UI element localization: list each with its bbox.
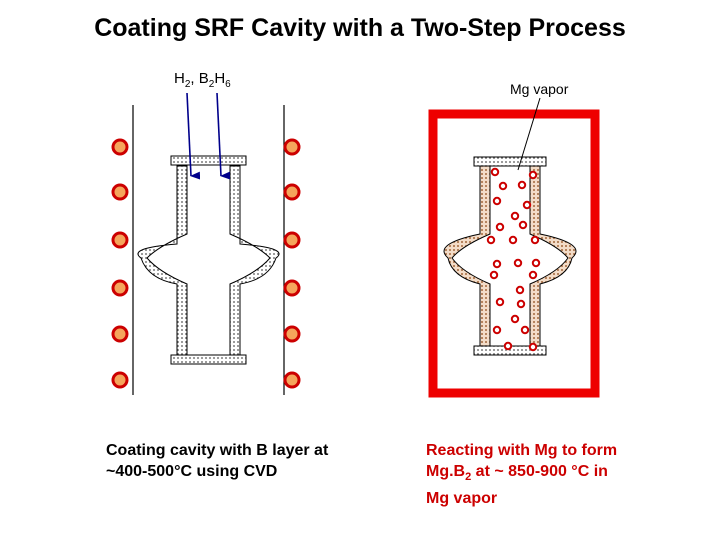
mg-particle [522, 200, 532, 210]
mg-particle [492, 196, 502, 206]
cavity-top-flange [170, 155, 247, 166]
reacted-cavity-left-wall [443, 165, 491, 347]
slide-title: Coating SRF Cavity with a Two-Step Proce… [94, 14, 626, 42]
heater-coil [283, 279, 301, 297]
reacted-cavity-right-wall [529, 165, 577, 347]
mg-particle [492, 259, 502, 269]
heater-coil [111, 231, 129, 249]
heater-coil [283, 231, 301, 249]
mg-particle [510, 211, 520, 221]
mg-particle [530, 235, 540, 245]
mg-particle [489, 270, 499, 280]
precursor-gas-label: H2, B2H6 [174, 70, 231, 90]
mg-reaction-setup [428, 97, 600, 398]
heater-coil [283, 183, 301, 201]
heater-coil [283, 371, 301, 389]
mg-particle [490, 167, 500, 177]
cvd-step-caption: Coating cavity with B layer at ~400-500°… [106, 442, 329, 480]
mg-particle [503, 341, 513, 351]
mg-particle [515, 285, 525, 295]
heater-coil [111, 183, 129, 201]
heater-coil [111, 138, 129, 156]
mg-particle [495, 297, 505, 307]
gas-flow-arrow [186, 92, 201, 180]
boron-coated-cavity [137, 155, 280, 365]
heater-coil [283, 138, 301, 156]
heater-coil [283, 325, 301, 343]
heater-coil [111, 325, 129, 343]
mg-particle [528, 270, 538, 280]
mg-particle [495, 222, 505, 232]
mg-particle [528, 342, 538, 352]
cavity-right-wall [229, 165, 280, 358]
furnace-enclosure [428, 109, 600, 398]
mg-particle [513, 258, 523, 268]
mg-particle [531, 258, 541, 268]
mg-particle [498, 181, 508, 191]
mg-particle [520, 325, 530, 335]
mg-particle [517, 180, 527, 190]
reacted-cavity-top-flange [473, 156, 547, 167]
mg-vapor-label: Mg vapor [510, 81, 569, 97]
vapor-label-pointer [517, 97, 541, 171]
mg-particle [492, 325, 502, 335]
heater-coil [111, 371, 129, 389]
mg-particle [528, 170, 538, 180]
cavity-left-wall [137, 165, 188, 358]
heater-coils [111, 138, 301, 389]
heater-coil [111, 279, 129, 297]
mgb2-coated-cavity [443, 156, 577, 356]
cavity-bottom-flange [170, 354, 247, 365]
gas-flow-arrow [216, 92, 231, 180]
mg-particle [516, 299, 526, 309]
mg-particle [510, 314, 520, 324]
mg-vapor-particles [486, 167, 541, 352]
mg-particle [508, 235, 518, 245]
mg-reaction-step-caption: Reacting with Mg to form Mg.B2 at ~ 850-… [426, 442, 618, 508]
mg-particle [486, 235, 496, 245]
mg-particle [518, 220, 528, 230]
cvd-setup [111, 92, 301, 395]
